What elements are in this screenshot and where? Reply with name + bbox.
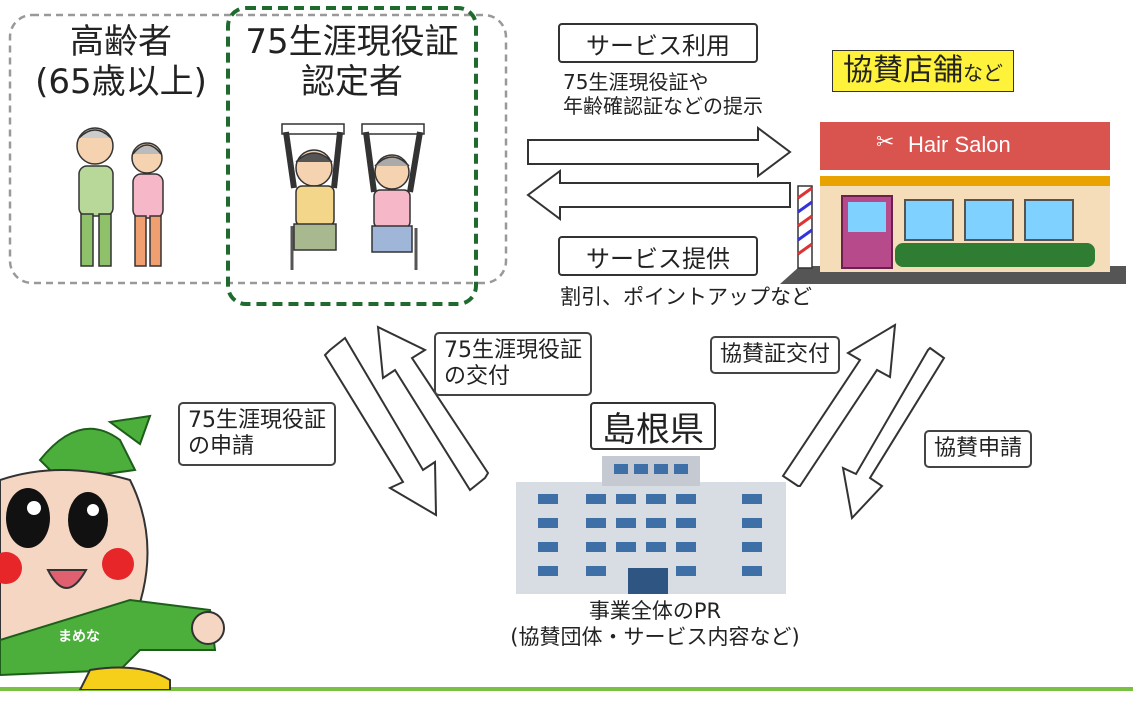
apply-card-line1: 75生涯現役証: [188, 408, 326, 433]
apply-sponsor-arrow: [841, 346, 946, 521]
issue-card-line2: の交付: [444, 364, 511, 389]
prefecture-pr-line2: (協賛団体・サービス内容など): [510, 625, 800, 649]
walking-couple-illustration: [76, 127, 164, 267]
service-use-label: サービス利用: [558, 23, 758, 63]
certified-label: 75生涯現役証 認定者: [236, 22, 468, 102]
issue-card-label: 75生涯現役証 の交付: [434, 332, 592, 396]
elderly-line2: (65歳以上): [35, 62, 207, 102]
issue-sponsor-text: 協賛証交付: [720, 342, 831, 367]
service-use-note: 75生涯現役証や 年齢確認証などの提示: [563, 70, 763, 118]
sponsor-title-suffix: など: [963, 61, 1003, 85]
apply-card-arrow: [323, 336, 438, 517]
certified-line2: 認定者: [301, 62, 403, 102]
elderly-label: 高齢者 (65歳以上): [26, 22, 216, 102]
bottom-divider: [0, 687, 1133, 691]
certified-group-frame: [226, 6, 478, 306]
apply-sponsor-text: 協賛申請: [934, 436, 1023, 461]
issue-card-arrow: [376, 325, 490, 492]
service-provide-note: 割引、ポイントアップなど: [560, 285, 812, 309]
issue-sponsor-arrow: [781, 323, 897, 487]
service-use-arrow: [527, 126, 792, 178]
hair-salon-shop-illustration: ✂ Hair Salon: [780, 108, 1126, 284]
issue-sponsor-label: 協賛証交付: [710, 336, 841, 374]
service-use-note-line1: 75生涯現役証や: [563, 70, 709, 94]
mascot-character: まめな: [0, 400, 230, 690]
elderly-line1: 高齢者: [70, 22, 172, 62]
sponsor-title-main: 協賛店舗: [843, 53, 963, 88]
prefecture-pr: 事業全体のPR (協賛団体・サービス内容など): [490, 598, 820, 650]
sponsor-title: 協賛店舗 など: [832, 50, 1014, 92]
service-use-note-line2: 年齢確認証などの提示: [563, 94, 763, 118]
service-provide-arrow: [526, 169, 791, 221]
scissors-icon: ✂: [876, 130, 895, 155]
exercising-couple-illustration: [281, 123, 425, 270]
apply-card-line2: の申請: [188, 434, 255, 459]
mascot-name: まめな: [58, 629, 100, 645]
shop-sign: Hair Salon: [908, 132, 1011, 157]
prefecture-pr-line1: 事業全体のPR: [588, 599, 722, 623]
government-building-illustration: [516, 456, 786, 594]
certified-line1: 75生涯現役証: [245, 22, 459, 62]
issue-card-line1: 75生涯現役証: [444, 338, 582, 363]
service-provide-label: サービス提供: [558, 236, 758, 276]
apply-card-label: 75生涯現役証 の申請: [178, 402, 336, 466]
prefecture-title: 島根県: [590, 402, 716, 450]
apply-sponsor-label: 協賛申請: [924, 430, 1033, 468]
